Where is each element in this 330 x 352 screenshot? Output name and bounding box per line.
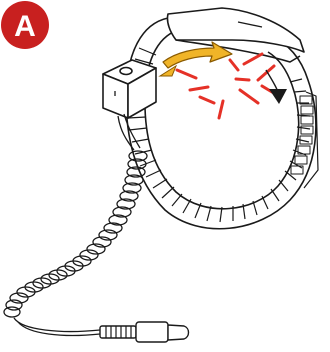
step-badge: A — [1, 1, 49, 49]
watch-case-slot — [237, 21, 263, 28]
watch-case — [166, 7, 305, 63]
step-badge-label: A — [14, 10, 36, 43]
triangle-pointer-icon — [265, 69, 287, 104]
cable-coils — [3, 150, 148, 318]
plug-body — [135, 321, 169, 343]
connector-block — [102, 59, 157, 119]
curved-arrow-icon — [158, 41, 233, 77]
band-side-blocks — [290, 95, 314, 175]
alert-burst-icon — [175, 52, 276, 120]
connector-button — [119, 66, 133, 76]
plug-grip-lines — [105, 326, 132, 338]
coiled-cable — [3, 113, 148, 337]
plug-tip — [167, 324, 190, 341]
cable-plug — [99, 321, 190, 343]
step-badge-circle — [1, 1, 49, 49]
